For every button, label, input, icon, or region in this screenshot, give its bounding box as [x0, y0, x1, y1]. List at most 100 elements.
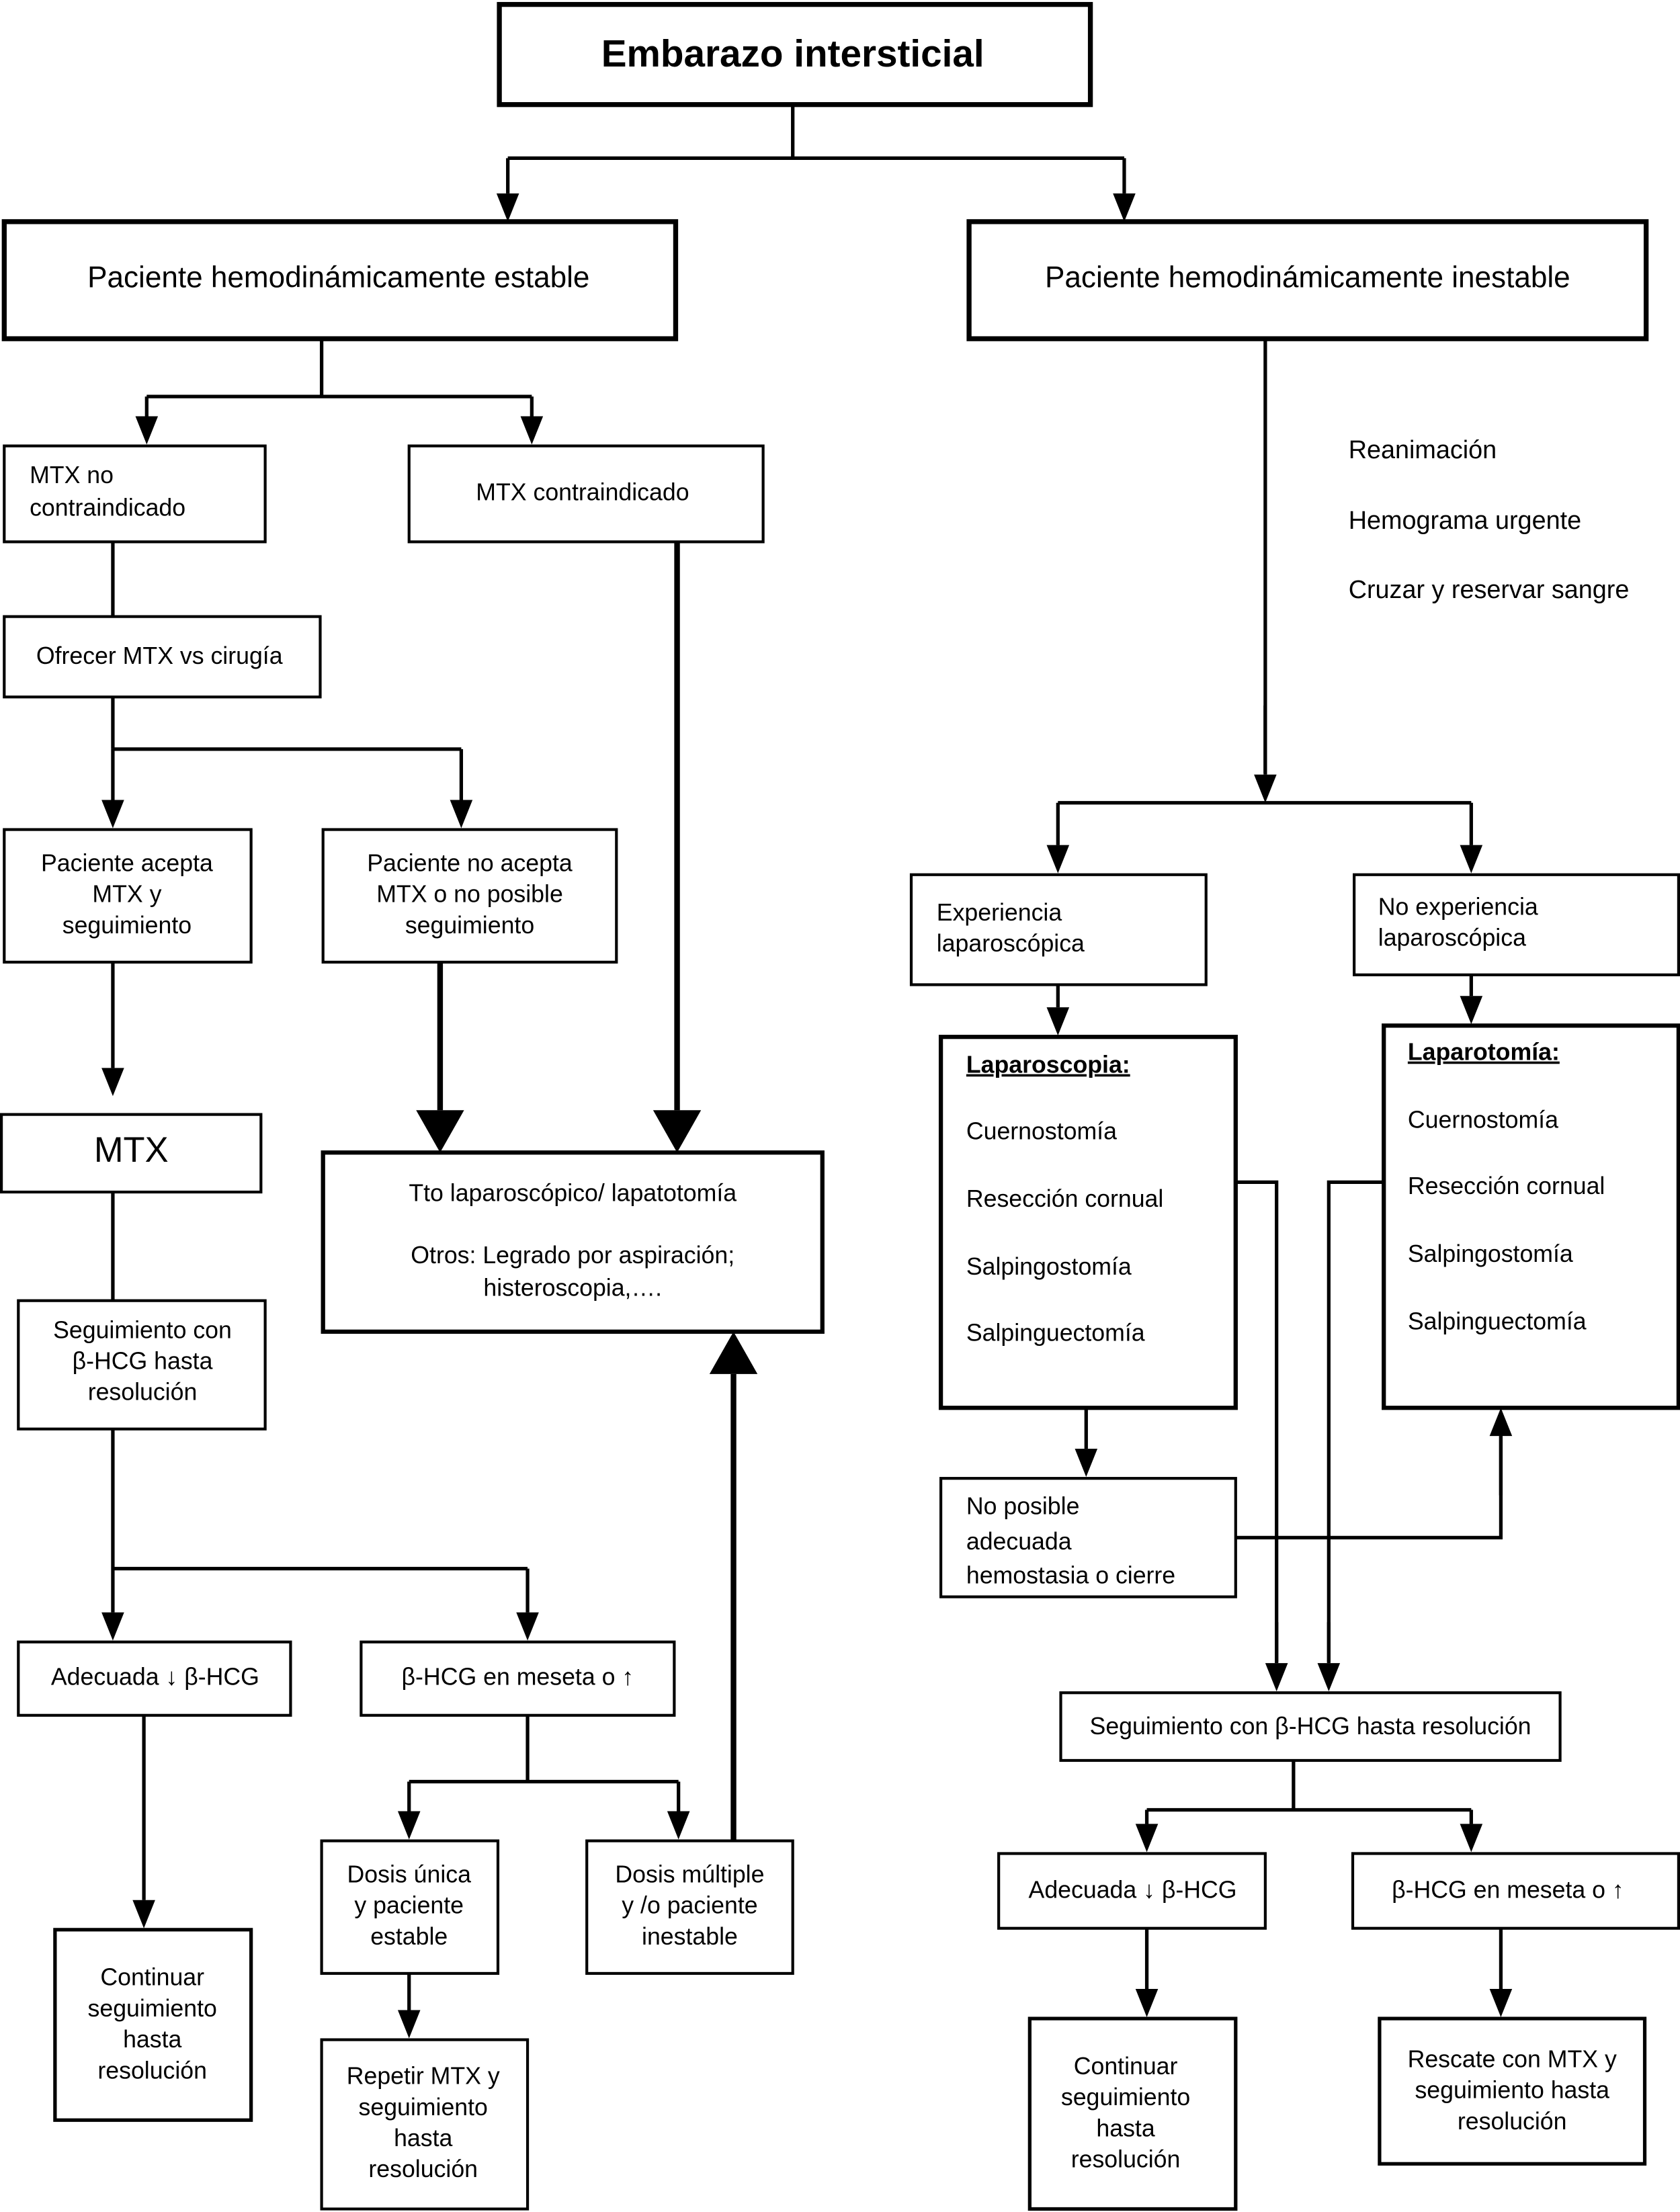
box-border	[321, 1150, 825, 1334]
box-text: Salpinguectomía	[1408, 1308, 1587, 1335]
box-text: Rescate con MTX y	[1408, 2045, 1617, 2072]
meseta-box: β-HCG en meseta o ↑	[360, 1640, 676, 1717]
rescate-box: Rescate con MTX y seguimiento hasta resolu…	[1378, 2016, 1647, 2166]
box-border	[1351, 1852, 1680, 1930]
arrow-head-icon	[1135, 1824, 1159, 1853]
box-text: Repetir MTX y	[347, 2063, 500, 2090]
connectors	[101, 104, 1513, 2039]
box-text: resolución	[1458, 2108, 1567, 2135]
arrow-head-icon	[1113, 193, 1136, 222]
box-border	[3, 828, 253, 964]
box-text: MTX y	[92, 881, 161, 908]
box-text: seguimiento	[359, 2094, 488, 2121]
box-heading: Laparoscopia:	[966, 1052, 1130, 1078]
box-text: y /o paciente	[622, 1892, 757, 1919]
arrow-head-icon	[132, 1900, 155, 1928]
seguimiento-right-box: Seguimiento con β-HCG hasta resolución	[1059, 1691, 1562, 1762]
box-text: Salpingostomía	[966, 1253, 1132, 1280]
box-border	[3, 444, 267, 544]
arrow-head-icon	[520, 416, 544, 445]
box-text: Continuar	[1074, 2053, 1178, 2080]
box-border	[1353, 873, 1680, 976]
box-text: Resección cornual	[1408, 1173, 1605, 1199]
box-border	[0, 1113, 263, 1194]
box-border	[320, 2038, 530, 2211]
box-text: seguimiento	[62, 912, 192, 939]
box-text: No posible	[966, 1493, 1080, 1520]
box-text: estable	[370, 1923, 448, 1950]
box-text: laparoscópica	[937, 930, 1085, 957]
box-border	[1059, 1691, 1562, 1762]
arrow-head-icon	[1460, 996, 1483, 1025]
box-text: Adecuada ↓ β-HCG	[51, 1664, 259, 1691]
box-border	[53, 1928, 253, 2122]
box-border	[407, 444, 765, 544]
adecuada-box: Adecuada ↓ β-HCG	[17, 1640, 292, 1717]
ofrecer-box: Ofrecer MTX vs cirugía	[3, 615, 322, 699]
box-text: No experiencia	[1378, 894, 1538, 921]
box-text: adecuada	[966, 1528, 1072, 1555]
arrow-head-icon	[1489, 1408, 1513, 1437]
box-text: Dosis única	[347, 1861, 472, 1888]
arrow-head-icon	[516, 1612, 539, 1641]
stable-box: Paciente hemodinámicamente estable	[1, 219, 679, 341]
box-text: seguimiento hasta	[1415, 2077, 1609, 2104]
arrow-head-icon	[397, 2010, 421, 2039]
box-text: seguimiento	[1061, 2084, 1190, 2111]
box-text: β-HCG hasta	[73, 1347, 213, 1374]
box-text: seguimiento	[405, 912, 534, 939]
repetir-box: Repetir MTX y seguimiento hasta resolución	[320, 2038, 530, 2211]
mtx-contraindicado-box: MTX contraindicado	[407, 444, 765, 544]
box-text: hemostasia o cierre	[966, 1562, 1175, 1589]
box-heading: Laparotomía:	[1408, 1039, 1560, 1066]
arrow-head-icon	[1317, 1663, 1341, 1692]
box-border	[17, 1640, 292, 1717]
box-text: hasta	[1096, 2115, 1154, 2141]
box-border	[3, 615, 322, 699]
box-text: Salpingostomía	[1408, 1240, 1573, 1267]
box-border	[17, 1299, 267, 1431]
box-border	[997, 1852, 1267, 1930]
box-text: hasta	[123, 2026, 181, 2053]
arrow-head-icon	[450, 800, 473, 828]
box-text: Tto laparoscópico/ lapatotomía	[409, 1180, 737, 1207]
arrow-head-icon	[397, 1811, 421, 1840]
connector-line	[1327, 1180, 1384, 1662]
box-text: Paciente acepta	[41, 849, 213, 876]
box-border	[938, 1034, 1238, 1410]
arrow-head-icon	[1460, 845, 1483, 874]
box-text: Seguimiento con	[53, 1316, 232, 1343]
box-text: seguimiento	[88, 1995, 217, 2022]
box-border	[497, 1, 1093, 108]
box-text: resolución	[368, 2156, 478, 2182]
arrow-head-icon	[1254, 774, 1277, 803]
box-border	[939, 1477, 1237, 1599]
experiencia-box: Experiencia laparoscópica	[909, 873, 1208, 986]
box-border	[320, 1839, 500, 1975]
arrow-head-icon	[101, 1612, 124, 1641]
box-text: Resección cornual	[966, 1185, 1163, 1212]
box-text: Paciente hemodinámicamente inestable	[1045, 261, 1570, 294]
box-text: hasta	[394, 2125, 452, 2152]
box-text: MTX no	[30, 462, 114, 488]
box-text: Continuar	[100, 1964, 204, 1991]
box-border	[966, 219, 1649, 341]
box-text: Experiencia	[937, 899, 1062, 926]
box-border	[1382, 1023, 1680, 1410]
arrow-head-icon	[1135, 1989, 1159, 2018]
arrow-head-icon	[1489, 1989, 1513, 2018]
box-text: y paciente	[354, 1892, 464, 1919]
box-text: Paciente hemodinámicamente estable	[87, 261, 589, 294]
mtx-box: MTX	[0, 1113, 263, 1194]
adecuada-right-box: Adecuada ↓ β-HCG	[997, 1852, 1267, 1930]
